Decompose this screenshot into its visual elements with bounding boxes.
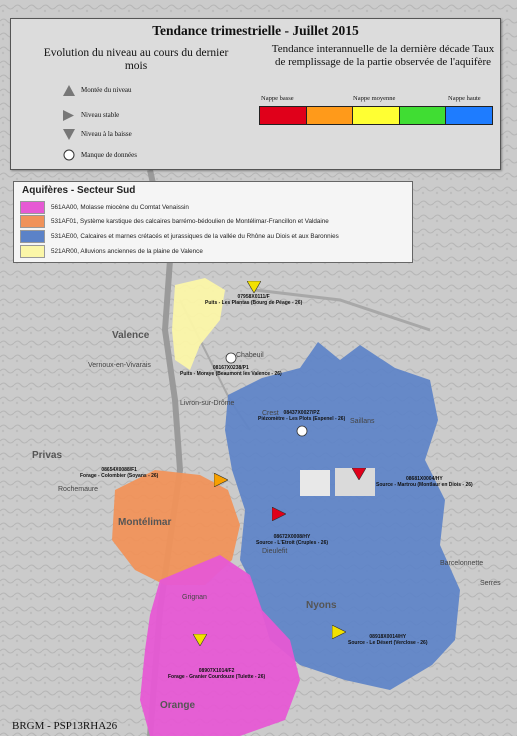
triangle-down-icon[interactable]: [352, 468, 366, 480]
scale-swatch-5: [446, 107, 492, 124]
town-label: Privas: [32, 450, 63, 461]
triangle-right-icon[interactable]: [272, 507, 286, 521]
circle-icon: [225, 352, 237, 364]
aquifer-zone-521ar00: [172, 278, 225, 370]
aquifer-swatch: [20, 244, 45, 258]
aquifer-legend-item: 561AA00, Molasse miocène du Comtat Venai…: [20, 200, 189, 214]
town-label: Orange: [160, 700, 196, 711]
town-label: Vernoux-en-Vivarais: [88, 362, 151, 369]
aquifer-legend-item: 531AE00, Calcaires et marnes crétacés et…: [20, 229, 339, 243]
monitoring-point[interactable]: 08437X0027/PZ Piézomètre - Les Plots (Es…: [258, 410, 345, 437]
town-label: Barcelonnette: [440, 560, 484, 567]
triangle-right-icon[interactable]: [332, 625, 346, 639]
circle-icon: [63, 149, 75, 161]
aquifer-legend: Aquifères - Secteur Sud 561AA00, Molasse…: [13, 181, 413, 263]
tendance-title: Tendance interannuelle de la dernière dé…: [271, 43, 495, 68]
aquifer-legend-item: 531AF01, Système karstique des calcaires…: [20, 214, 329, 228]
aquifer-zone-531ae00: [225, 342, 460, 690]
triangle-down-icon: [246, 281, 261, 293]
scale-label-mid: Nappe moyenne: [353, 95, 396, 102]
scale-swatch-2: [306, 107, 354, 124]
footer-credit: BRGM - PSP13RHA26: [12, 720, 118, 732]
monitoring-point[interactable]: 08681X0004/HY Source - Martrou (Montlaur…: [376, 476, 473, 488]
aquifer-swatch: [20, 214, 45, 228]
monitoring-point[interactable]: 08672X0008/HY Source - L'Etroit (Cruples…: [256, 534, 329, 546]
triangle-down-icon: [63, 128, 75, 140]
evolution-title: Evolution du niveau au cours du dernier …: [43, 47, 229, 72]
fill-scale-bar: [259, 106, 493, 125]
aquifer-zone-531af01: [112, 470, 240, 585]
town-label: Chabeuil: [236, 352, 264, 359]
scale-swatch-4: [399, 107, 447, 124]
aquifer-legend-item: 521AR00, Alluvions anciennes de la plain…: [20, 244, 203, 258]
scale-swatch-3: [353, 107, 400, 124]
legend-stable: Niveau stable: [63, 109, 119, 121]
scale-label-high: Nappe haute: [448, 95, 481, 102]
scale-label-low: Nappe basse: [261, 95, 294, 102]
town-label: Saillans: [350, 418, 375, 425]
town-label: Serres: [480, 580, 501, 587]
aquifer-zone-561aa00: [140, 555, 300, 736]
triangle-right-icon[interactable]: [214, 473, 228, 487]
legend-fall: Niveau à la baisse: [63, 128, 132, 140]
monitoring-point[interactable]: 08167X0238/P1 Puits - Moraye (Beaumont l…: [180, 352, 282, 377]
aquifer-legend-title: Aquifères - Secteur Sud: [22, 185, 136, 196]
town-label: Nyons: [306, 600, 337, 611]
town-label: Grignan: [182, 594, 207, 601]
map-title: Tendance trimestrielle - Juillet 2015: [152, 23, 359, 38]
town-label: Crest: [262, 410, 279, 417]
aquifer-swatch: [20, 200, 45, 214]
monitoring-point[interactable]: 07958X0111/F Puits - Les Plantas (Bourg …: [205, 281, 302, 306]
legend-rise: Montée du niveau: [63, 84, 132, 96]
monitoring-point[interactable]: 08918X0014/HY Source - Le Désert (Verclo…: [348, 634, 428, 646]
triangle-up-icon: [63, 84, 75, 96]
town-label: Rochemaure: [58, 486, 99, 493]
monitoring-point[interactable]: 08654X0088/F1 Forage - Colombier (Soyans…: [80, 467, 159, 479]
scale-swatch-1: [260, 107, 307, 124]
town-label: Livron-sur-Drôme: [180, 400, 235, 407]
legend-panel: Tendance trimestrielle - Juillet 2015 Ev…: [10, 18, 501, 170]
circle-icon: [296, 425, 308, 437]
triangle-right-icon: [63, 109, 74, 121]
legend-missing: Manque de données: [63, 149, 137, 161]
triangle-down-icon[interactable]: [193, 634, 207, 646]
town-label: Valence: [112, 330, 150, 341]
town-label: Montélimar: [118, 517, 172, 528]
aquifer-swatch: [20, 229, 45, 243]
monitoring-point[interactable]: 08907X1014/F2 Forage - Granier Courdouze…: [168, 668, 266, 680]
town-label: Dieulefit: [262, 548, 288, 555]
